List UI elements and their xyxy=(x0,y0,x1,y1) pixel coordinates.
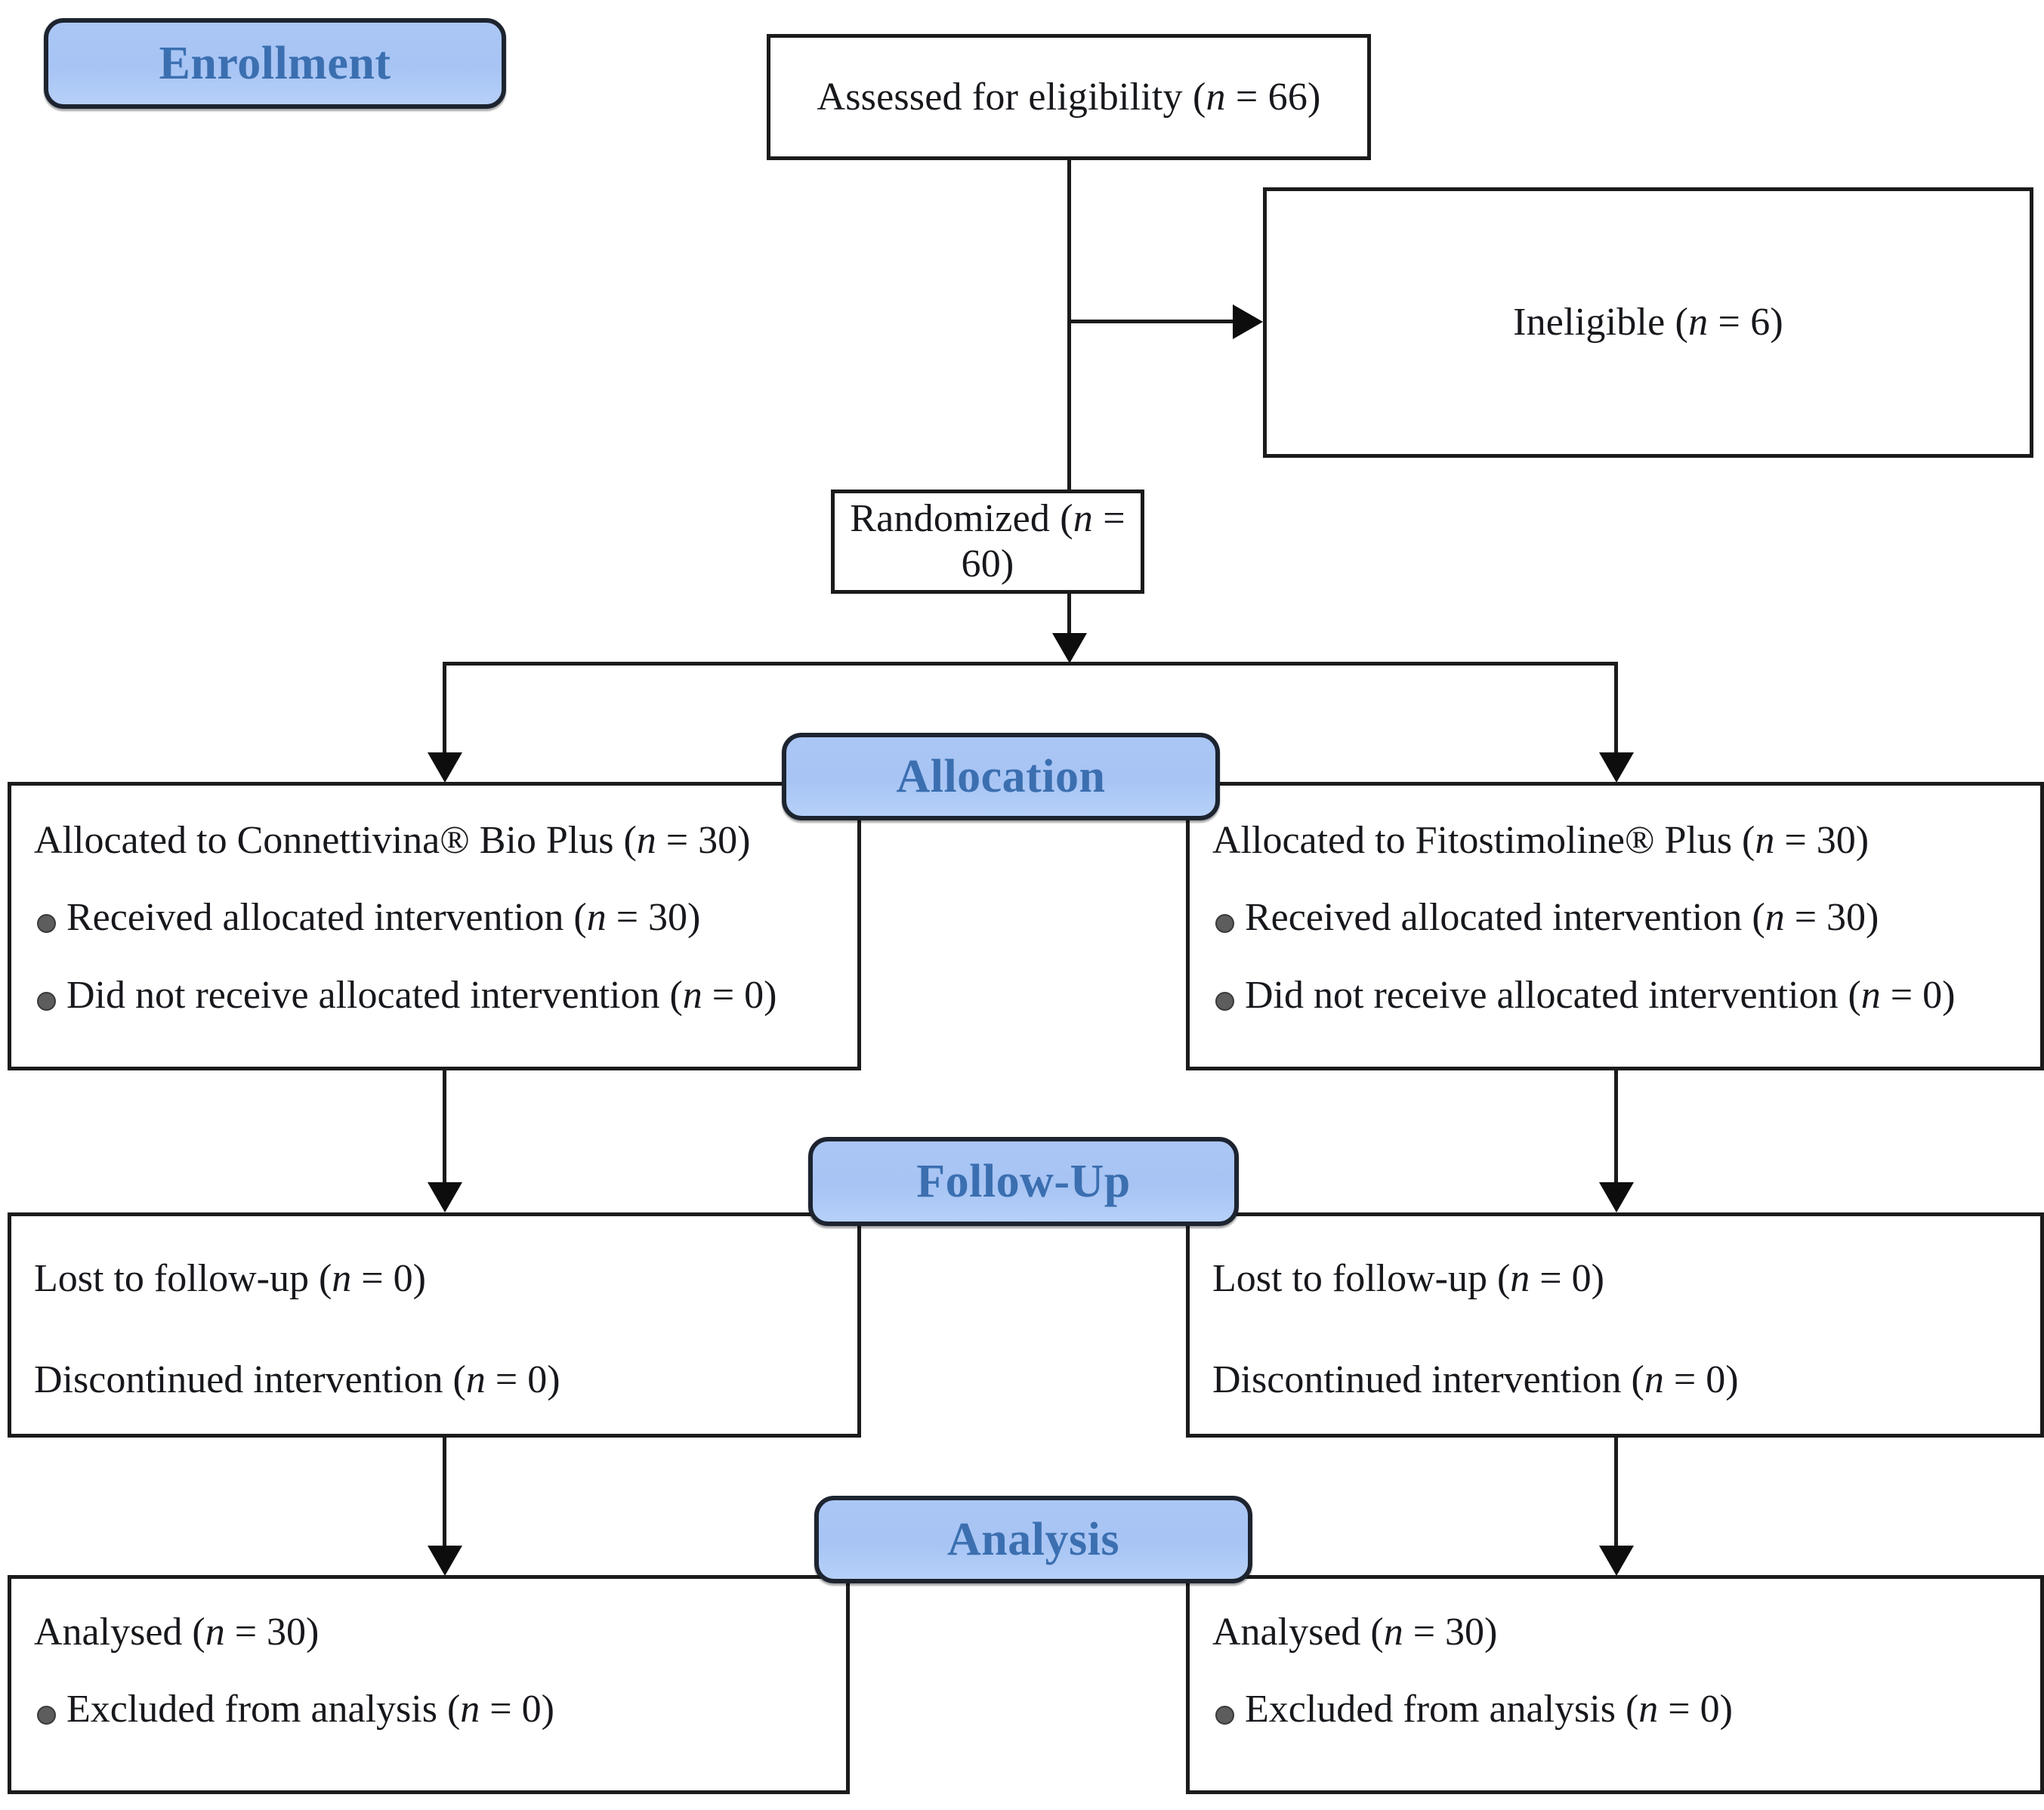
list-item: Allocated to Fitostimoline® Plus (n = 30… xyxy=(1212,817,2018,864)
list-item: Lost to follow-up (n = 0) xyxy=(34,1256,835,1302)
stage-badge-allocation: Allocation xyxy=(782,733,1220,820)
list-item-text: Discontinued intervention (n = 0) xyxy=(1212,1358,1739,1402)
node-analysis-left: Analysed (n = 30) Excluded from analysis… xyxy=(8,1575,850,1794)
stage-badge-enrollment-label: Enrollment xyxy=(159,37,391,89)
bullet-icon xyxy=(1215,991,1234,1011)
node-ineligible-text: Ineligible (n = 6) xyxy=(1513,301,1783,344)
list-item-text: Allocated to Fitostimoline® Plus (n = 30… xyxy=(1212,819,1870,862)
list-item: Did not receive allocated intervention (… xyxy=(34,972,835,1019)
bullet-icon xyxy=(1215,1706,1234,1725)
arrowhead-follow-right xyxy=(1599,1182,1634,1212)
list-item: Excluded from analysis (n = 0) xyxy=(34,1686,823,1733)
arrowhead-analysis-left xyxy=(428,1546,462,1576)
list-item-text: Analysed (n = 30) xyxy=(1212,1611,1498,1654)
list-item: Excluded from analysis (n = 0) xyxy=(1212,1686,2018,1733)
list-item: Discontinued intervention (n = 0) xyxy=(1212,1357,2018,1404)
list-item-text: Did not receive allocated intervention (… xyxy=(66,973,777,1017)
list-item: Allocated to Connettivina® Bio Plus (n =… xyxy=(34,817,835,864)
connector-split-right-drop xyxy=(1614,662,1618,754)
connector-allocleft-to-followleft xyxy=(443,1070,446,1184)
connector-allocright-to-followright xyxy=(1614,1070,1618,1184)
list-item-text: Lost to follow-up (n = 0) xyxy=(1212,1257,1604,1300)
list-item-text: Excluded from analysis (n = 0) xyxy=(1245,1688,1733,1731)
connector-eligibility-trunk xyxy=(1067,159,1071,491)
node-randomized-text: Randomized (n = 60) xyxy=(850,497,1125,585)
stage-badge-analysis: Analysis xyxy=(814,1496,1252,1583)
list-item: Analysed (n = 30) xyxy=(1212,1609,2018,1656)
stage-badge-followup-label: Follow-Up xyxy=(916,1155,1131,1207)
arrowhead-analysis-right xyxy=(1599,1546,1634,1576)
connector-allocation-split-bar xyxy=(443,662,1618,666)
arrowhead-to-ineligible xyxy=(1233,304,1263,339)
arrowhead-alloc-left xyxy=(428,752,462,783)
list-item-text: Allocated to Connettivina® Bio Plus (n =… xyxy=(34,819,751,862)
list-item: Received allocated intervention (n = 30) xyxy=(1212,894,2018,941)
list-item-text: Lost to follow-up (n = 0) xyxy=(34,1257,426,1300)
list-item-text: Received allocated intervention (n = 30) xyxy=(66,896,701,940)
bullet-icon xyxy=(37,1706,56,1725)
node-assessed-for-eligibility: Assessed for eligibility (n = 66) xyxy=(767,34,1371,160)
stage-badge-followup: Follow-Up xyxy=(808,1137,1239,1226)
bullet-icon xyxy=(37,914,56,934)
connector-eligibility-to-ineligible xyxy=(1067,320,1235,323)
node-ineligible: Ineligible (n = 6) xyxy=(1263,187,2033,458)
connector-split-left-drop xyxy=(443,662,446,754)
arrowhead-follow-left xyxy=(428,1182,462,1212)
list-item: Discontinued intervention (n = 0) xyxy=(34,1357,835,1404)
connector-followright-to-analysisright xyxy=(1614,1438,1618,1547)
node-allocation-left: Allocated to Connettivina® Bio Plus (n =… xyxy=(8,782,861,1070)
list-item: Analysed (n = 30) xyxy=(34,1609,823,1656)
connector-followleft-to-analysisleft xyxy=(443,1438,446,1547)
arrowhead-alloc-right xyxy=(1599,752,1634,783)
node-analysis-right: Analysed (n = 30) Excluded from analysis… xyxy=(1186,1575,2044,1794)
list-item-text: Did not receive allocated intervention (… xyxy=(1245,973,1956,1017)
node-randomized: Randomized (n = 60) xyxy=(831,490,1144,594)
connector-randomized-down xyxy=(1067,594,1071,636)
bullet-icon xyxy=(37,991,56,1011)
stage-badge-analysis-label: Analysis xyxy=(947,1513,1119,1565)
stage-badge-enrollment: Enrollment xyxy=(44,18,506,109)
node-followup-left: Lost to follow-up (n = 0) Discontinued i… xyxy=(8,1212,861,1438)
bullet-icon xyxy=(1215,914,1234,934)
list-item-text: Excluded from analysis (n = 0) xyxy=(66,1688,554,1731)
arrowhead-randomized-split xyxy=(1052,633,1087,663)
list-item: Did not receive allocated intervention (… xyxy=(1212,972,2018,1019)
node-followup-right: Lost to follow-up (n = 0) Discontinued i… xyxy=(1186,1212,2044,1438)
list-item-text: Discontinued intervention (n = 0) xyxy=(34,1358,560,1402)
node-assessed-for-eligibility-text: Assessed for eligibility (n = 66) xyxy=(817,75,1321,119)
stage-badge-allocation-label: Allocation xyxy=(896,750,1106,802)
list-item-text: Received allocated intervention (n = 30) xyxy=(1245,896,1879,940)
list-item: Received allocated intervention (n = 30) xyxy=(34,894,835,941)
list-item: Lost to follow-up (n = 0) xyxy=(1212,1256,2018,1302)
node-allocation-right: Allocated to Fitostimoline® Plus (n = 30… xyxy=(1186,782,2044,1070)
list-item-text: Analysed (n = 30) xyxy=(34,1611,320,1654)
